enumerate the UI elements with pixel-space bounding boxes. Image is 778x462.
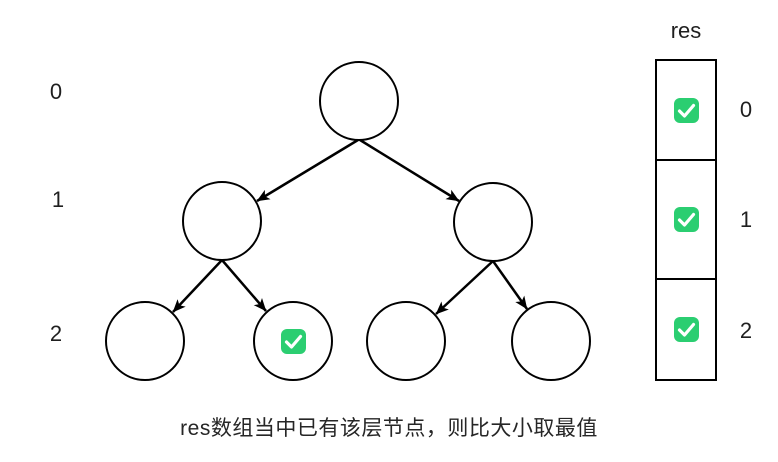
res-cell-1 bbox=[657, 159, 715, 278]
edge-root-l1left bbox=[256, 138, 359, 203]
res-index-0: 0 bbox=[739, 97, 753, 122]
res-cell-2 bbox=[657, 278, 715, 379]
res-array-title: res bbox=[670, 18, 702, 43]
tree-level-label-0: 0 bbox=[49, 79, 63, 104]
edge-l1right-l23 bbox=[435, 260, 494, 315]
tree-node-l2-2 bbox=[253, 301, 333, 381]
tree-node-l2-4 bbox=[511, 301, 591, 381]
res-index-2: 2 bbox=[739, 318, 753, 343]
check-icon bbox=[673, 207, 699, 232]
tree-node-root bbox=[319, 61, 399, 141]
diagram-caption: res数组当中已有该层节点，则比大小取最值 bbox=[180, 417, 598, 440]
check-icon bbox=[673, 317, 699, 342]
edge-l1left-l22 bbox=[221, 259, 267, 312]
check-icon bbox=[673, 97, 699, 123]
res-index-1: 1 bbox=[739, 207, 753, 232]
edge-l1right-l24 bbox=[491, 260, 529, 310]
check-icon bbox=[280, 328, 306, 354]
edge-root-l1right bbox=[359, 138, 460, 203]
tree-node-l1-left bbox=[182, 181, 262, 261]
res-cell-0 bbox=[657, 61, 715, 159]
edge-l1left-l21 bbox=[172, 259, 223, 313]
tree-level-label-2: 2 bbox=[49, 321, 63, 346]
tree-node-l2-1 bbox=[105, 301, 185, 381]
res-array bbox=[655, 59, 717, 381]
tree-node-l2-3 bbox=[366, 301, 446, 381]
tree-node-l1-right bbox=[453, 182, 533, 262]
tree-level-label-1: 1 bbox=[51, 187, 65, 212]
